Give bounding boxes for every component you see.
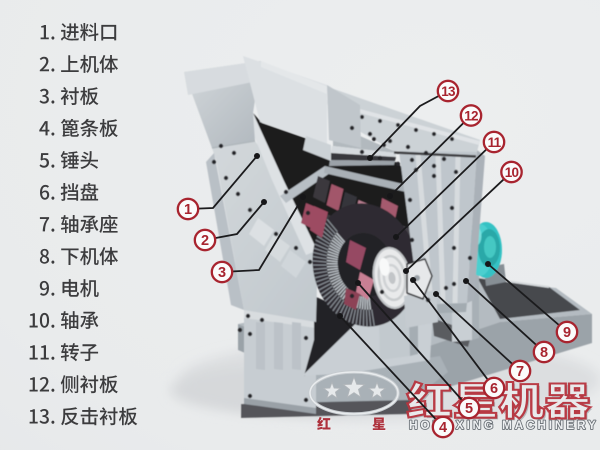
svg-text:1: 1 <box>184 202 192 218</box>
svg-text:11: 11 <box>488 135 502 150</box>
svg-text:13: 13 <box>441 84 456 99</box>
svg-text:4: 4 <box>439 420 447 436</box>
svg-text:5: 5 <box>465 401 473 417</box>
svg-text:8: 8 <box>540 345 548 361</box>
svg-text:9: 9 <box>563 325 571 341</box>
svg-text:6: 6 <box>490 381 498 397</box>
svg-text:12: 12 <box>464 108 478 123</box>
svg-text:2: 2 <box>201 233 209 249</box>
svg-text:10: 10 <box>505 165 519 180</box>
svg-text:7: 7 <box>516 364 524 380</box>
svg-text:HONGXING MACHINERY: HONGXING MACHINERY <box>409 418 599 432</box>
svg-text:3: 3 <box>218 265 226 281</box>
